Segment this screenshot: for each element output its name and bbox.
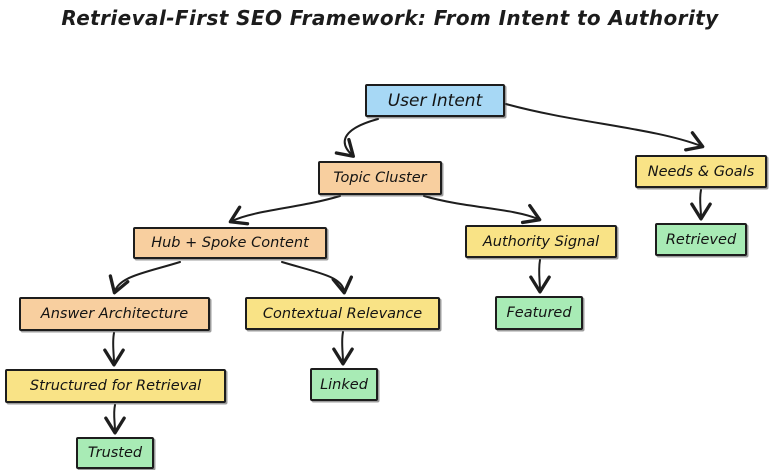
edge-answer-architecture-structured: [103, 332, 125, 367]
node-topic-cluster: Topic Cluster: [318, 161, 442, 195]
node-featured: Featured: [495, 296, 583, 330]
edge-needs-goals-retrieved: [690, 189, 712, 221]
node-structured-for-retrieval: Structured for Retrieval: [5, 369, 226, 403]
edge-topic-cluster-authority-signal: [423, 195, 542, 225]
node-retrieved: Retrieved: [655, 223, 747, 256]
edge-hub-spoke-contextual-relevance: [281, 261, 354, 295]
edge-user-intent-topic-cluster: [334, 118, 379, 158]
edge-user-intent-needs-goals: [505, 103, 705, 152]
edge-topic-cluster-hub-spoke: [228, 195, 341, 226]
node-hub-spoke-content: Hub + Spoke Content: [133, 227, 327, 259]
node-linked: Linked: [310, 368, 378, 401]
edge-authority-signal-featured: [529, 259, 551, 294]
edge-hub-spoke-answer-architecture: [108, 261, 181, 295]
edge-structured-trusted: [104, 404, 126, 435]
diagram-title: Retrieval-First SEO Framework: From Inte…: [61, 6, 719, 30]
node-user-intent: User Intent: [365, 84, 505, 117]
node-needs-goals: Needs & Goals: [635, 155, 767, 188]
node-answer-architecture: Answer Architecture: [19, 297, 210, 331]
node-trusted: Trusted: [76, 437, 154, 469]
node-contextual-relevance: Contextual Relevance: [245, 297, 440, 330]
edge-contextual-relevance-linked: [332, 331, 354, 366]
node-authority-signal: Authority Signal: [465, 225, 617, 258]
